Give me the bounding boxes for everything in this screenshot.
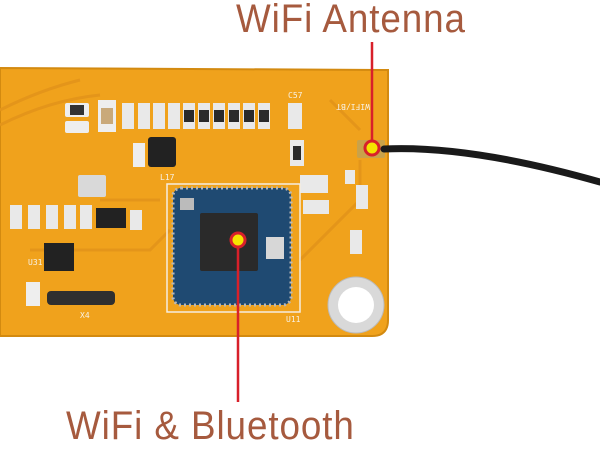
silk-l17: L17 <box>160 173 175 182</box>
module-component <box>266 237 284 259</box>
antenna-cable <box>380 145 600 186</box>
silk-x4: X4 <box>80 311 90 320</box>
crystal-y2 <box>78 175 106 197</box>
chip-u31 <box>44 243 74 271</box>
regulator-u10 <box>96 208 126 228</box>
smd-components <box>10 100 368 306</box>
mounting-hole <box>327 276 385 334</box>
silk-u11: U11 <box>286 315 301 324</box>
antenna-marker <box>363 139 381 157</box>
realtek-chip <box>200 213 258 271</box>
silk-u31: U31 <box>28 258 43 267</box>
module-marker <box>229 231 247 249</box>
silk-c57: C57 <box>288 91 303 100</box>
crystal-x4 <box>47 291 115 305</box>
silk-wifi-bt: WIFI/BT <box>336 102 370 111</box>
inductor-l17 <box>148 137 176 167</box>
wifi-bluetooth-label: WiFi & Bluetooth <box>66 404 355 448</box>
wifi-antenna-label: WiFi Antenna <box>236 0 466 41</box>
